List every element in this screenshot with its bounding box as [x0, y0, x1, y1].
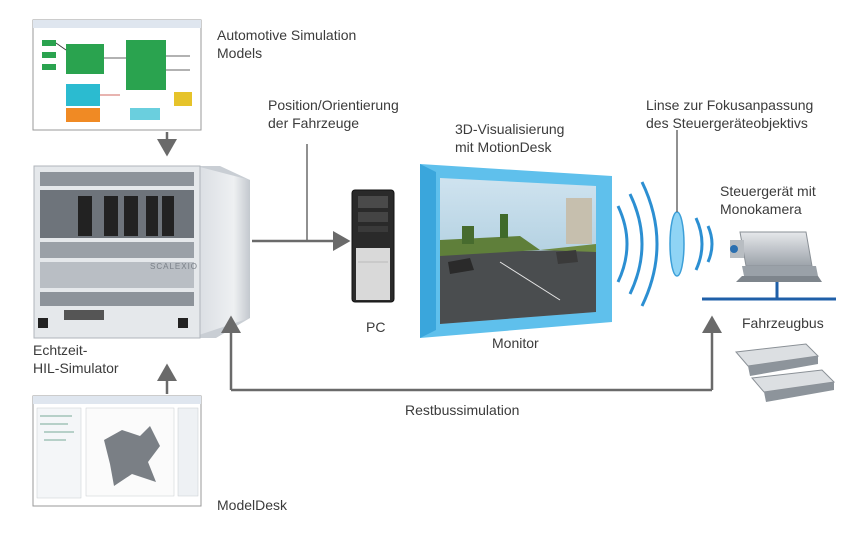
ecu-camera-label-line2: Monokamera — [720, 201, 802, 217]
vehicle-bus-label-text: Fahrzeugbus — [742, 315, 824, 331]
scalexio-label: SCALEXIO — [150, 262, 198, 272]
hil-label-line1: Echtzeit- — [33, 342, 88, 358]
position-label-line2: der Fahrzeuge — [268, 115, 360, 131]
lens-label-line1: Linse zur Fokusanpassung — [646, 97, 814, 113]
scalexio-label-text: SCALEXIO — [150, 262, 199, 271]
vehicle-bus — [702, 282, 836, 301]
hil-simulator — [33, 165, 250, 339]
pc-label-text: PC — [366, 319, 386, 335]
restbus-label-text: Restbussimulation — [405, 402, 520, 418]
sim-models-label-line1: Automotive Simulation — [217, 27, 357, 43]
ecu-camera-label-line1: Steuergerät mit — [720, 183, 816, 199]
visualization-label-line1: 3D-Visualisierung — [455, 121, 565, 137]
lens — [669, 211, 685, 277]
monitor-label-text: Monitor — [492, 335, 539, 351]
monitor-label: Monitor — [492, 334, 539, 352]
visualization-label: 3D-Visualisierung mit MotionDesk — [455, 120, 564, 156]
hil-label: Echtzeit- HIL-Simulator — [33, 341, 119, 377]
position-label: Position/Orientierung der Fahrzeuge — [268, 96, 399, 132]
ecu-camera-label: Steuergerät mit Monokamera — [720, 182, 816, 218]
restbus-label: Restbussimulation — [405, 401, 519, 419]
sim-models-label: Automotive Simulation Models — [217, 26, 356, 62]
position-label-line1: Position/Orientierung — [268, 97, 399, 113]
ecu-with-camera — [730, 231, 822, 282]
monitor — [420, 164, 612, 338]
ecu-modules — [735, 343, 836, 402]
pc-tower — [351, 189, 395, 303]
modeldesk-label: ModelDesk — [217, 496, 287, 514]
visualization-label-line2: mit MotionDesk — [455, 139, 552, 155]
modeldesk-label-text: ModelDesk — [217, 497, 288, 513]
lens-label: Linse zur Fokusanpassung des Steuergerät… — [646, 96, 813, 132]
modeldesk-screenshot — [32, 395, 202, 507]
light-waves — [616, 181, 714, 307]
lens-label-line2: des Steuergeräteobjektivs — [646, 115, 808, 131]
sim-models-label-line2: Models — [217, 45, 263, 61]
pc-label: PC — [366, 318, 385, 336]
simulation-models-screenshot — [32, 19, 202, 131]
vehicle-bus-label: Fahrzeugbus — [742, 314, 824, 332]
hil-label-line2: HIL-Simulator — [33, 360, 119, 376]
